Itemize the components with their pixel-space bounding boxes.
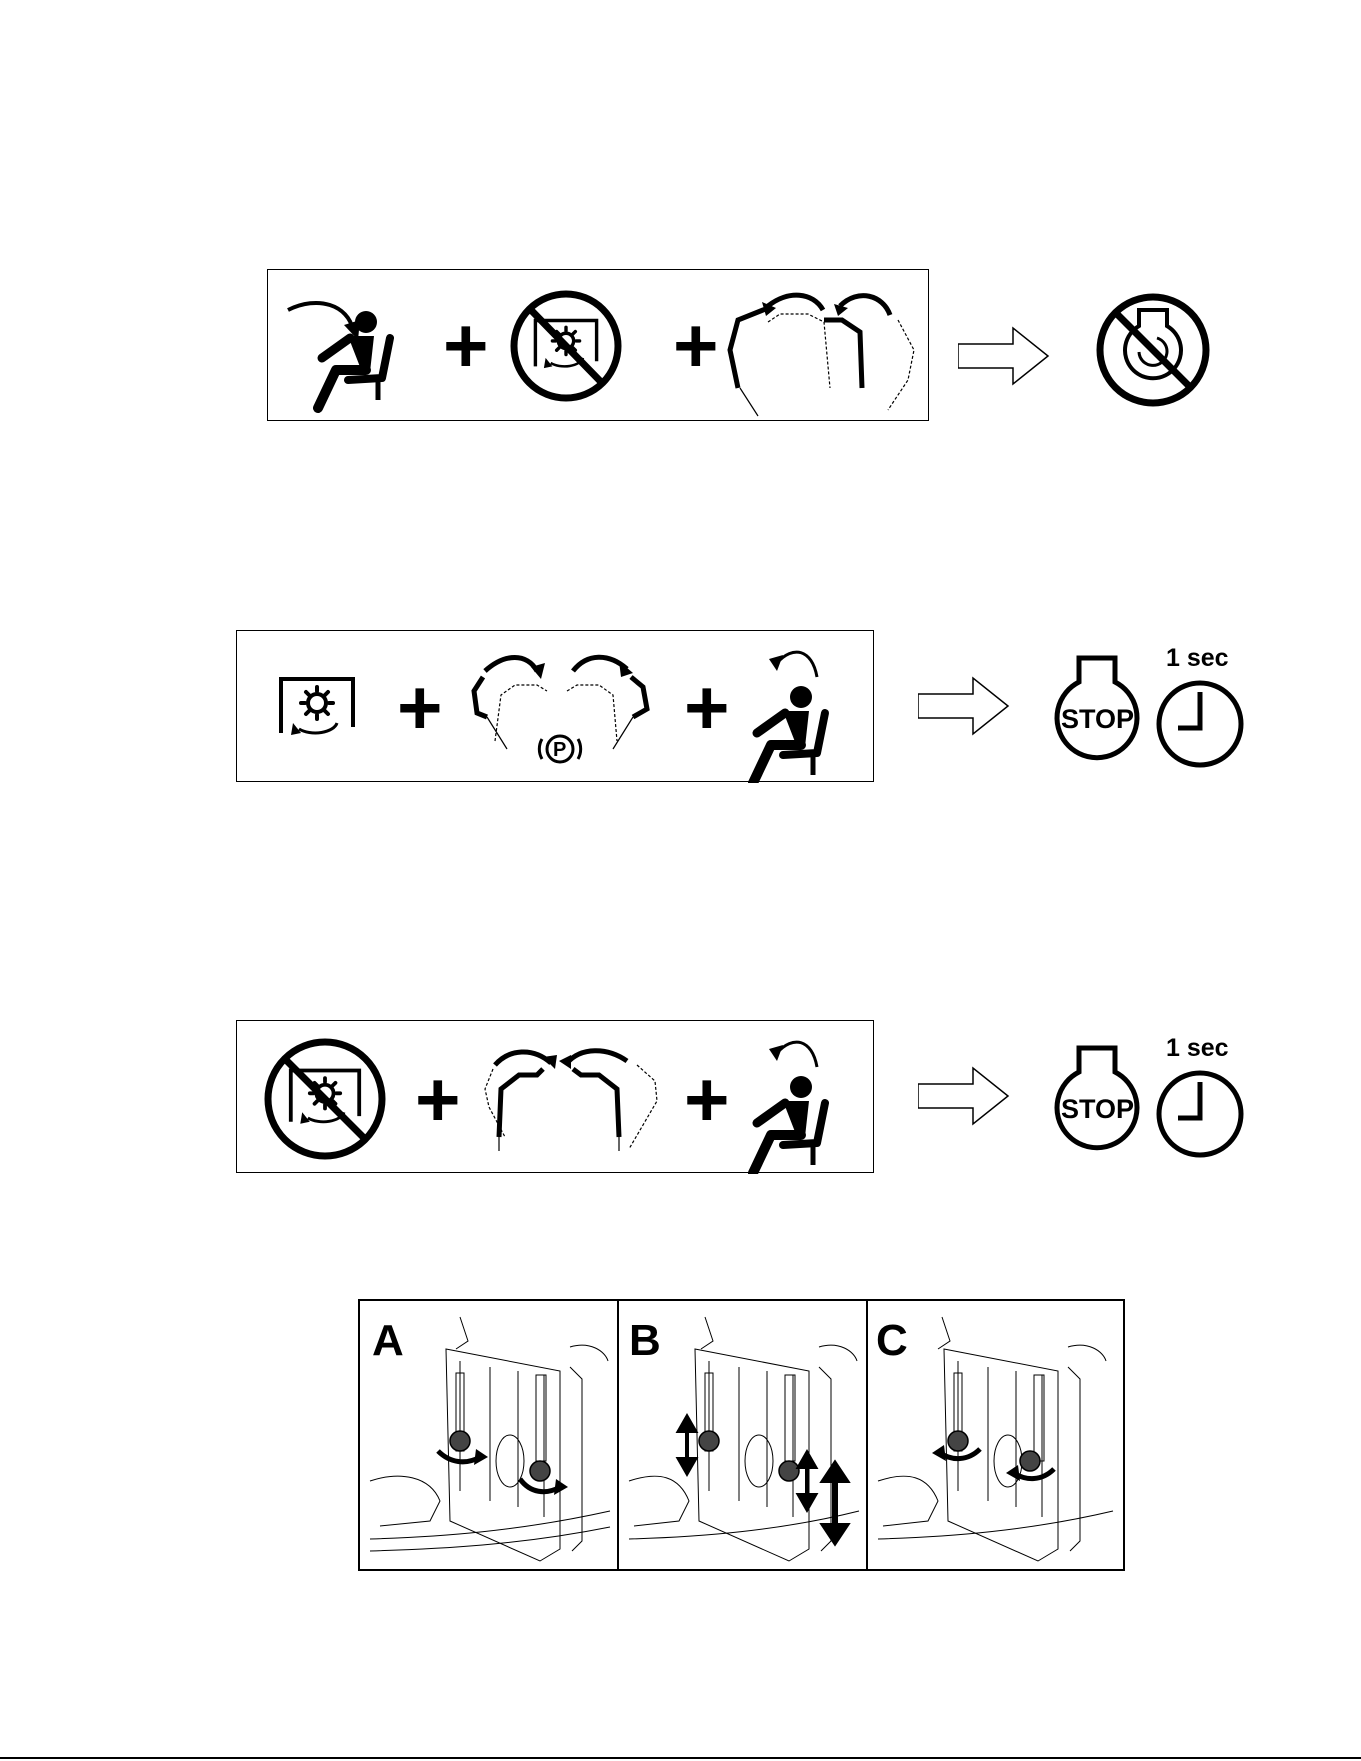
person-sitting-icon <box>288 303 390 408</box>
no-pto-icon <box>268 1042 382 1156</box>
clock-icon: 1 sec <box>1150 1030 1250 1160</box>
no-engine-icon <box>1093 290 1213 410</box>
footer-rule <box>0 1757 1361 1759</box>
plus-sign-5: + <box>415 1055 461 1143</box>
no-pto-icon <box>514 294 618 398</box>
svg-text:1 sec: 1 sec <box>1166 1034 1229 1062</box>
clock-icon: 1 sec <box>1150 640 1250 770</box>
instruction-panel-1: + + <box>267 269 929 421</box>
parking-brake-icon: P <box>539 736 580 762</box>
plus-sign-6: + <box>684 1055 730 1143</box>
plus-sign-1: + <box>443 301 489 389</box>
svg-text:STOP: STOP <box>1061 1094 1134 1124</box>
adjustment-panel-a: A <box>360 1301 617 1569</box>
plus-sign-3: + <box>397 663 443 751</box>
svg-text:P: P <box>553 739 566 761</box>
adjustment-panel-b: B <box>619 1301 866 1569</box>
panel-letter-b: B <box>629 1319 661 1363</box>
steering-levers-icon <box>485 1051 657 1151</box>
svg-text:1 sec: 1 sec <box>1166 644 1229 672</box>
panel-letter-a: A <box>372 1319 404 1363</box>
steering-levers-icon <box>730 295 914 416</box>
person-standing-up-icon <box>753 1042 825 1173</box>
instruction-panel-3: + + <box>236 1020 874 1173</box>
arrow-right-icon <box>918 674 1018 738</box>
svg-text:STOP: STOP <box>1061 704 1134 734</box>
panel-letter-c: C <box>876 1319 908 1363</box>
plus-sign-4: + <box>684 663 730 751</box>
pto-gear-icon <box>281 679 353 735</box>
person-standing-up-icon <box>753 652 825 783</box>
stop-engine-icon: STOP <box>1047 1042 1147 1172</box>
stop-engine-icon: STOP <box>1047 652 1147 782</box>
instruction-panel-2: + P + <box>236 630 874 782</box>
arrow-right-icon <box>958 324 1058 388</box>
seat-adjustment-figure: A B <box>358 1299 1125 1571</box>
adjustment-panel-c: C <box>868 1301 1123 1569</box>
plus-sign-2: + <box>673 301 719 389</box>
arrow-right-icon <box>918 1064 1018 1128</box>
